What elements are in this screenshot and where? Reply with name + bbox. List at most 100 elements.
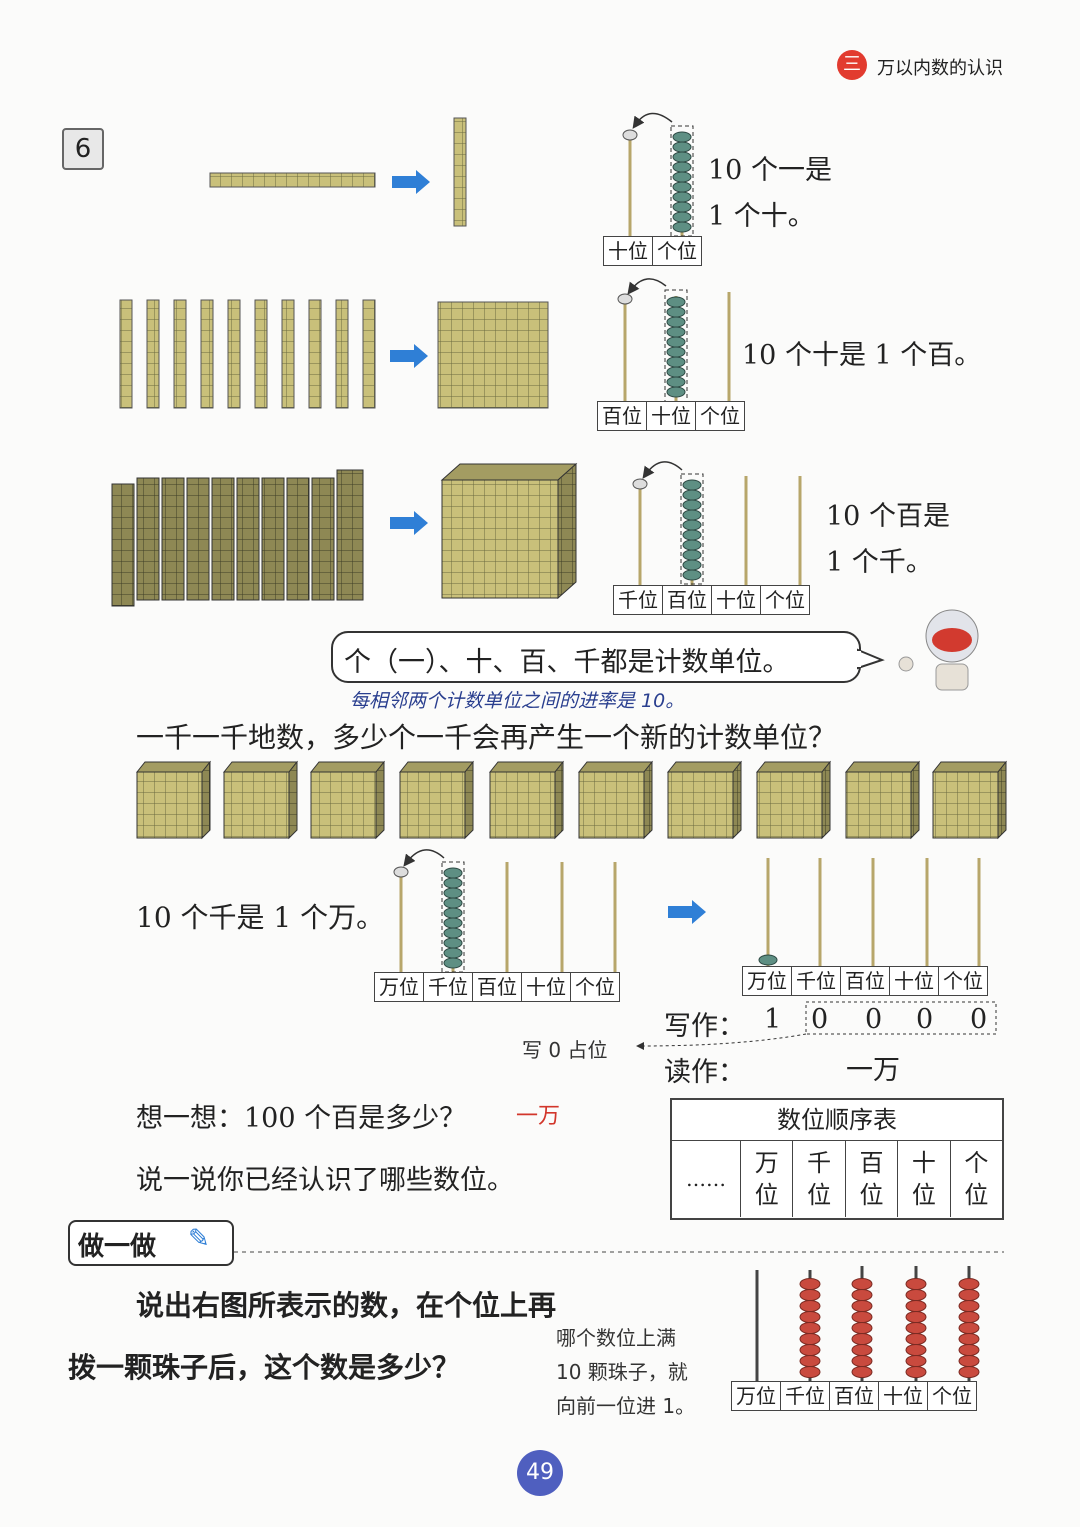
bead: [800, 1290, 820, 1301]
unit-cubes: [210, 173, 375, 187]
bead: [906, 1323, 926, 1334]
place-label: 千位: [614, 586, 663, 614]
bead: [906, 1279, 926, 1290]
write-as-label: 写作：: [664, 1004, 745, 1043]
bead: [852, 1323, 872, 1334]
bead: [959, 1290, 979, 1301]
hundred-flat: [438, 302, 548, 408]
practice-line1: 说出右图所表示的数，在个位上再: [136, 1284, 556, 1324]
bead: [800, 1367, 820, 1378]
bead: [959, 1279, 979, 1290]
place-label: 个位: [928, 1382, 976, 1410]
place-label: 十位: [604, 237, 653, 265]
think-prompt: 想一想：100 个百是多少？: [136, 1096, 466, 1135]
ten-rod: [454, 118, 466, 226]
handwritten-note: 每相邻两个计数单位之间的进率是 10。: [350, 686, 684, 713]
place-label: 百位: [830, 1382, 879, 1410]
practice-note-line3: 向前一位进 1。: [556, 1390, 695, 1419]
place-label: 千位: [792, 967, 841, 995]
pencil-icon: ✎: [188, 1224, 210, 1254]
placeholder-note: 写 0 占位: [522, 1034, 607, 1063]
place-label: 个位: [939, 967, 987, 995]
practice-note-line1: 哪个数位上满: [556, 1322, 676, 1351]
table-col-wan: 万位: [741, 1141, 793, 1217]
place-label: 个位: [653, 237, 701, 265]
place-label: 百位: [598, 402, 647, 430]
place-label: 十位: [712, 586, 761, 614]
bead: [800, 1279, 820, 1290]
row1-statement-line2: 1 个十。: [708, 194, 815, 233]
row4-place-labels: 万位 千位 百位 十位 个位: [374, 972, 620, 1002]
row2-place-labels: 百位 十位 个位: [597, 401, 745, 431]
practice-abacus: [757, 1266, 979, 1382]
bead: [959, 1356, 979, 1367]
bead: [800, 1312, 820, 1323]
digit-ten-thousands: 1: [764, 1004, 781, 1035]
bead: [852, 1279, 872, 1290]
bead: [852, 1367, 872, 1378]
digit-ones: 0: [970, 1004, 987, 1035]
place-label: 百位: [473, 973, 522, 1001]
counting-question: 一千一千地数，多少个一千会再产生一个新的计数单位？: [136, 716, 836, 756]
table-col-shi: 十位: [898, 1141, 950, 1217]
place-label: 千位: [424, 973, 473, 1001]
place-label: 万位: [375, 973, 424, 1001]
abacus-tens-ones: [623, 113, 693, 236]
bead: [800, 1301, 820, 1312]
bead: [959, 1367, 979, 1378]
thousands-statement: 10 个千是 1 个万。: [136, 896, 384, 936]
row2-statement: 10 个十是 1 个百。: [742, 333, 981, 372]
bead: [906, 1312, 926, 1323]
read-as-label: 读作：: [664, 1050, 745, 1089]
zeros-dashed-box: [806, 1002, 996, 1034]
practice-label: 做一做 ✎: [68, 1220, 234, 1266]
bead: [800, 1334, 820, 1345]
bead: [800, 1356, 820, 1367]
bead: [959, 1301, 979, 1312]
think-answer: 一万: [516, 1098, 560, 1130]
bead: [852, 1312, 872, 1323]
bead: [852, 1334, 872, 1345]
place-label: 千位: [781, 1382, 830, 1410]
place-label: 十位: [647, 402, 696, 430]
bead: [852, 1356, 872, 1367]
practice-note-line2: 10 颗珠子，就: [556, 1356, 688, 1385]
say-prompt: 说一说你已经认识了哪些数位。: [136, 1158, 514, 1197]
bead: [906, 1301, 926, 1312]
row1-place-labels: 十位 个位: [603, 236, 702, 266]
thousand-cube: [442, 464, 576, 598]
bead: [959, 1312, 979, 1323]
row3-statement-line2: 1 个千。: [826, 540, 933, 579]
robot-mascot: [899, 610, 978, 690]
place-label: 万位: [743, 967, 792, 995]
bead: [959, 1345, 979, 1356]
place-order-table: 数位顺序表 …… 万位 千位 百位 十位 个位: [670, 1098, 1004, 1220]
ten-rods: [120, 300, 375, 408]
practice-place-labels: 万位 千位 百位 十位 个位: [731, 1381, 977, 1411]
table-col-bai: 百位: [846, 1141, 898, 1217]
bead: [852, 1345, 872, 1356]
place-label: 个位: [696, 402, 744, 430]
bead: [852, 1301, 872, 1312]
table-title: 数位顺序表: [672, 1100, 1002, 1141]
abacus-ten-thousands-before: [394, 850, 615, 972]
bead: [906, 1356, 926, 1367]
row3-statement-line1: 10 个百是: [826, 494, 950, 533]
digit-hundreds: 0: [865, 1004, 882, 1035]
row3-place-labels: 千位 百位 十位 个位: [613, 585, 810, 615]
place-label: 十位: [522, 973, 571, 1001]
table-ellipsis: ……: [672, 1141, 741, 1217]
bead: [852, 1290, 872, 1301]
row1-statement-line1: 10 个一是: [708, 148, 832, 187]
digit-tens: 0: [916, 1004, 933, 1035]
row5-place-labels: 万位 千位 百位 十位 个位: [742, 966, 988, 996]
read-as-value: 一万: [846, 1048, 900, 1087]
abacus-thousands: [633, 462, 800, 585]
bead: [800, 1345, 820, 1356]
place-label: 十位: [890, 967, 939, 995]
bead: [906, 1367, 926, 1378]
bead: [959, 1334, 979, 1345]
place-label: 百位: [841, 967, 890, 995]
bead: [906, 1290, 926, 1301]
page-number: 49: [517, 1450, 563, 1496]
